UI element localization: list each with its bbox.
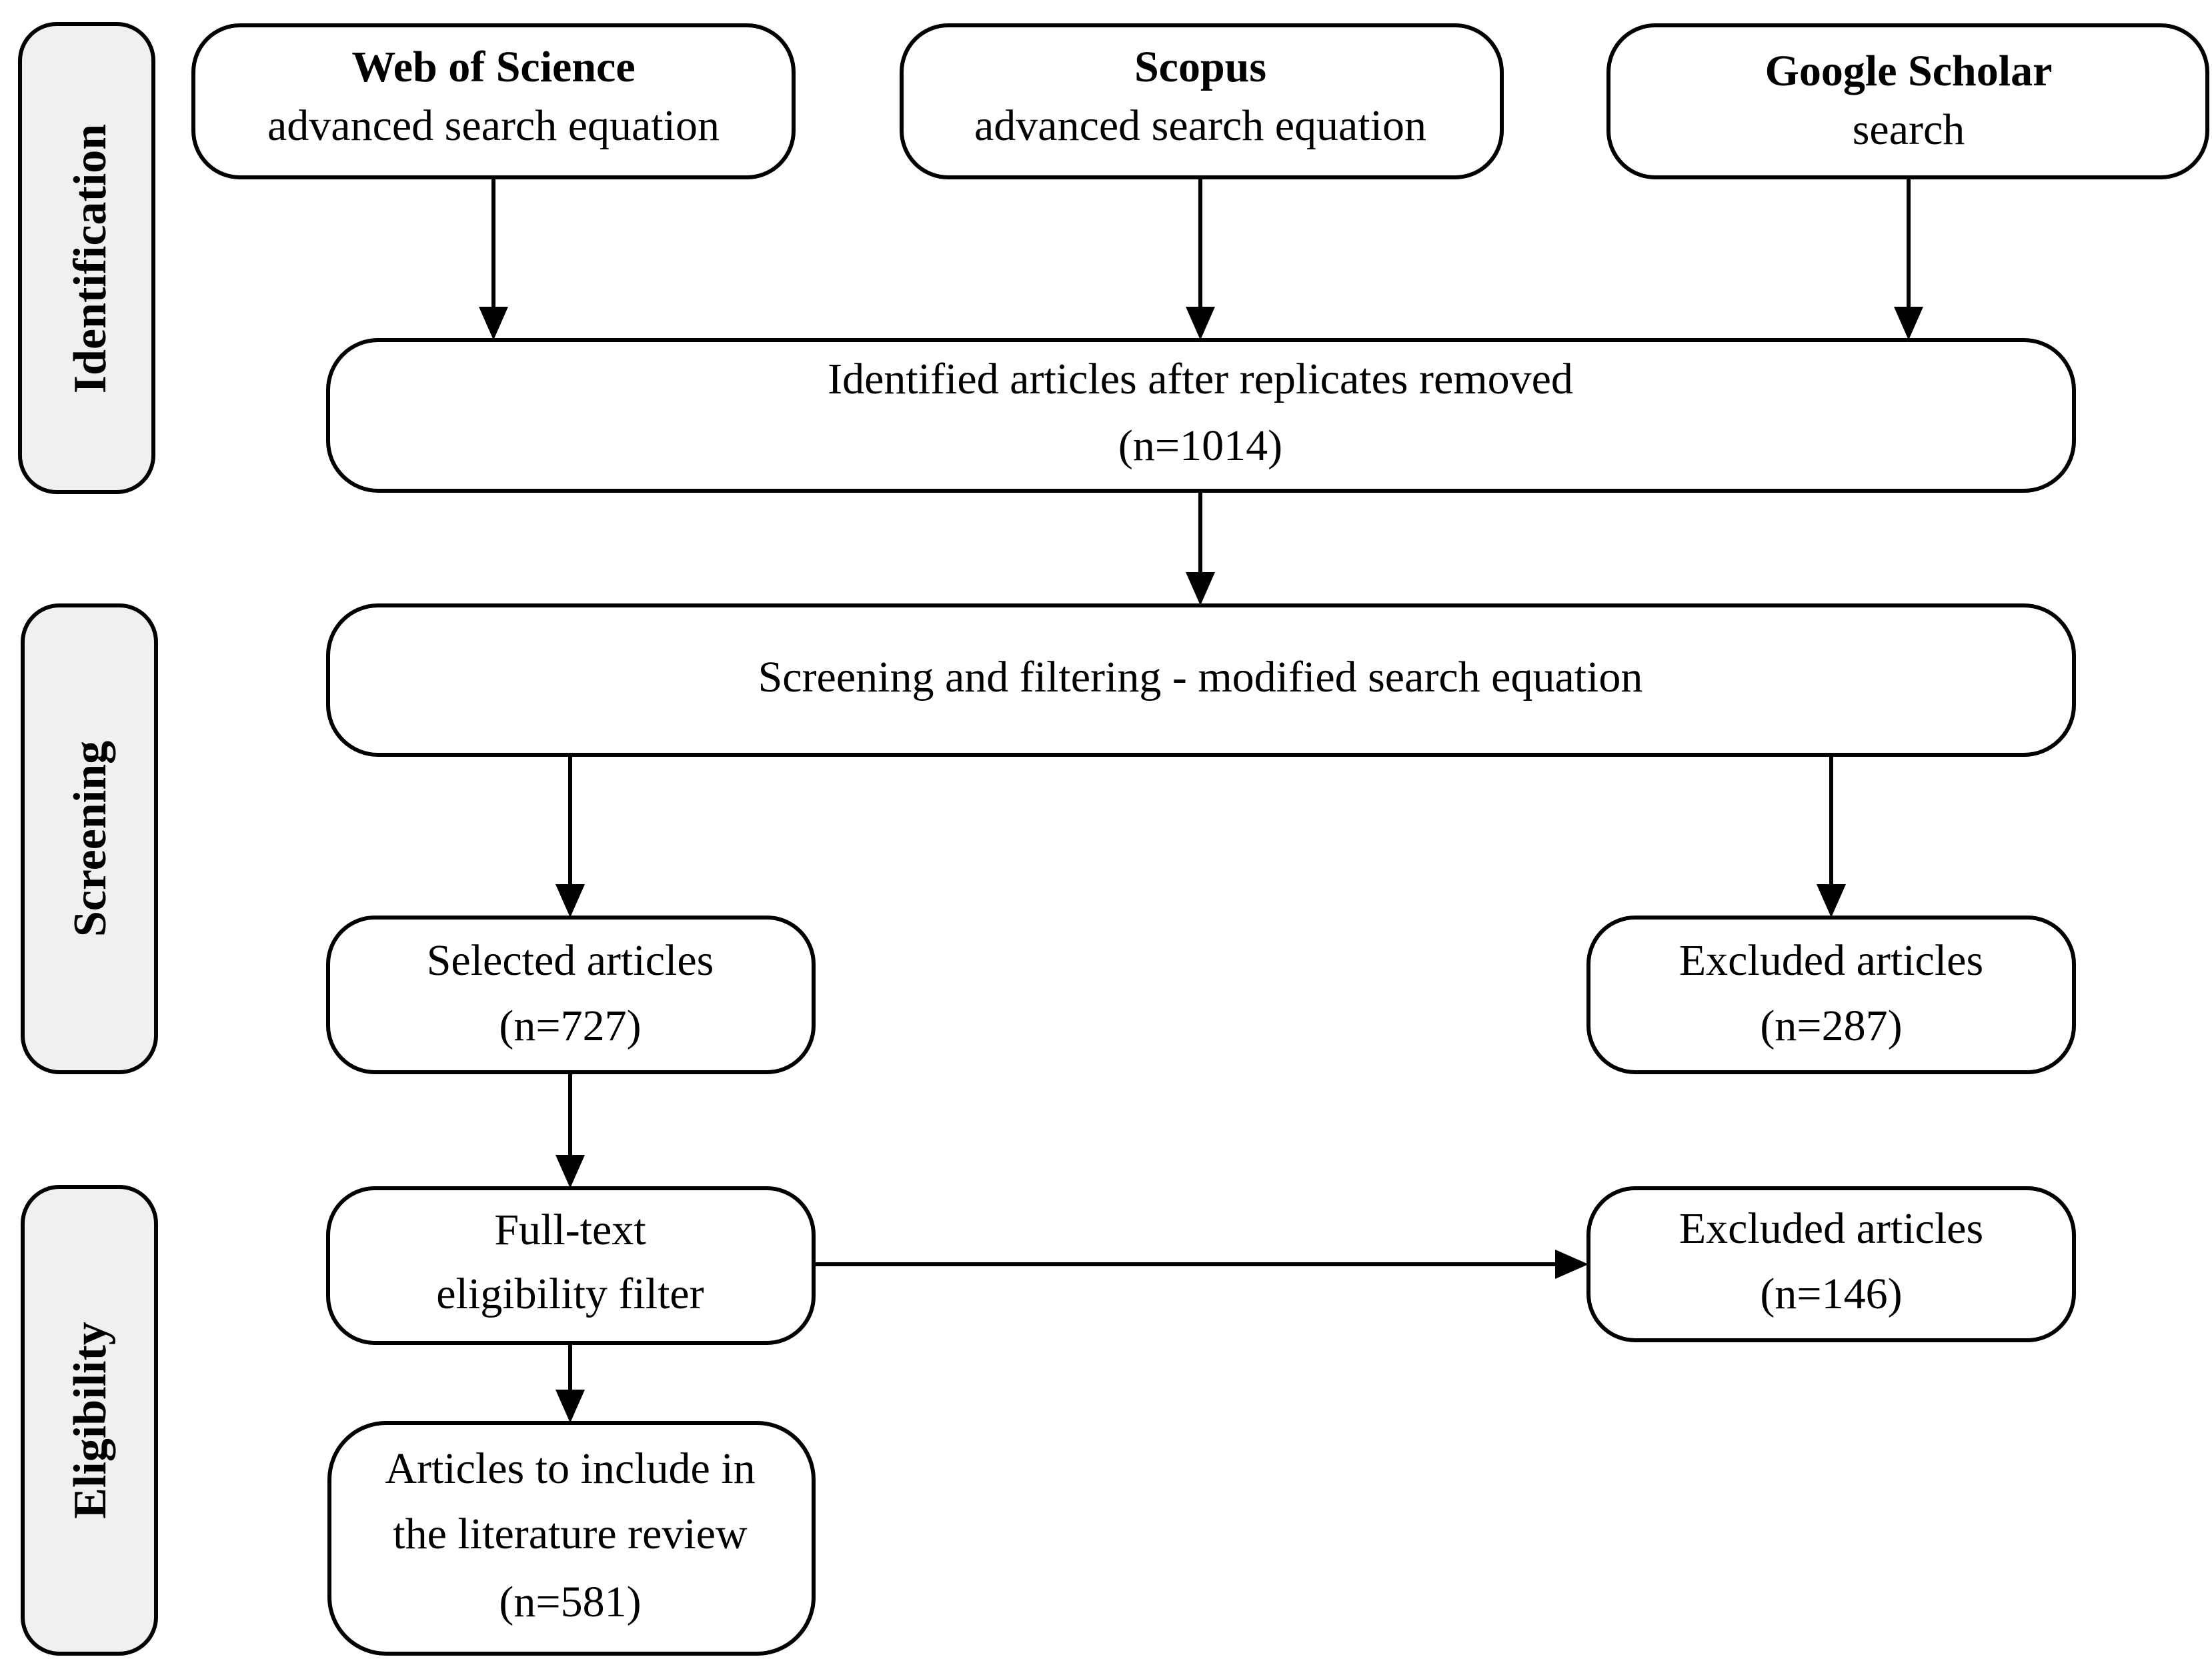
source-scopus-subtitle: advanced search equation: [974, 101, 1426, 150]
fulltext-line2: eligibility filter: [436, 1270, 704, 1318]
included-articles-box: Articles to include in the literature re…: [327, 1421, 816, 1656]
source-scopus: Scopus advanced search equation: [900, 23, 1504, 179]
source-web-of-science: Web of Science advanced search equation: [191, 23, 796, 179]
phase-screening: Screening: [21, 603, 158, 1074]
fulltext-eligibility-box: Full-text eligibility filter: [326, 1186, 816, 1345]
included-line1: Articles to include in: [385, 1444, 755, 1493]
phase-screening-label: Screening: [65, 741, 116, 937]
source-scholar-title: Google Scholar: [1765, 47, 2053, 95]
identified-count: (n=1014): [1118, 421, 1282, 470]
phase-identification-label: Identification: [65, 124, 116, 393]
phase-eligibility: Eligibility: [21, 1185, 158, 1656]
excluded-screening-box: Excluded articles (n=287): [1586, 916, 2076, 1074]
arrow-screening-to-excluded: [1817, 755, 1846, 918]
fulltext-line1: Full-text: [494, 1206, 646, 1254]
source-scopus-title: Scopus: [1134, 43, 1266, 91]
excluded-eligibility-box: Excluded articles (n=146): [1586, 1186, 2076, 1342]
excluded-eligibility-label: Excluded articles: [1679, 1204, 1983, 1253]
screening-filtering-box: Screening and filtering - modified searc…: [326, 603, 2076, 757]
included-count: (n=581): [499, 1578, 641, 1626]
source-scholar-subtitle: search: [1853, 105, 1965, 154]
arrow-scholar-to-identified: [1894, 177, 1923, 340]
phase-identification: Identification: [18, 22, 155, 494]
arrow-screening-to-selected: [556, 755, 585, 918]
arrow-wos-to-identified: [479, 177, 508, 340]
arrow-scopus-to-identified: [1186, 177, 1215, 340]
excluded-screening-label: Excluded articles: [1679, 936, 1983, 985]
source-wos-title: Web of Science: [351, 43, 635, 91]
phase-eligibility-label: Eligibility: [65, 1322, 116, 1519]
source-wos-subtitle: advanced search equation: [267, 101, 720, 150]
screening-filtering-label: Screening and filtering - modified searc…: [758, 653, 1643, 701]
selected-count: (n=727): [499, 1002, 641, 1050]
arrow-selected-to-fulltext: [556, 1072, 585, 1188]
arrow-fulltext-to-excluded: [814, 1250, 1588, 1279]
arrow-fulltext-to-included: [556, 1343, 585, 1423]
excluded-screening-count: (n=287): [1760, 1002, 1902, 1050]
arrow-identified-to-screening: [1186, 491, 1215, 605]
source-google-scholar: Google Scholar search: [1606, 23, 2209, 179]
selected-articles-box: Selected articles (n=727): [326, 916, 816, 1074]
included-line2: the literature review: [393, 1510, 748, 1558]
identified-articles-box: Identified articles after replicates rem…: [326, 338, 2076, 493]
excluded-eligibility-count: (n=146): [1760, 1270, 1902, 1318]
selected-label: Selected articles: [427, 936, 714, 985]
identified-label: Identified articles after replicates rem…: [828, 355, 1573, 403]
